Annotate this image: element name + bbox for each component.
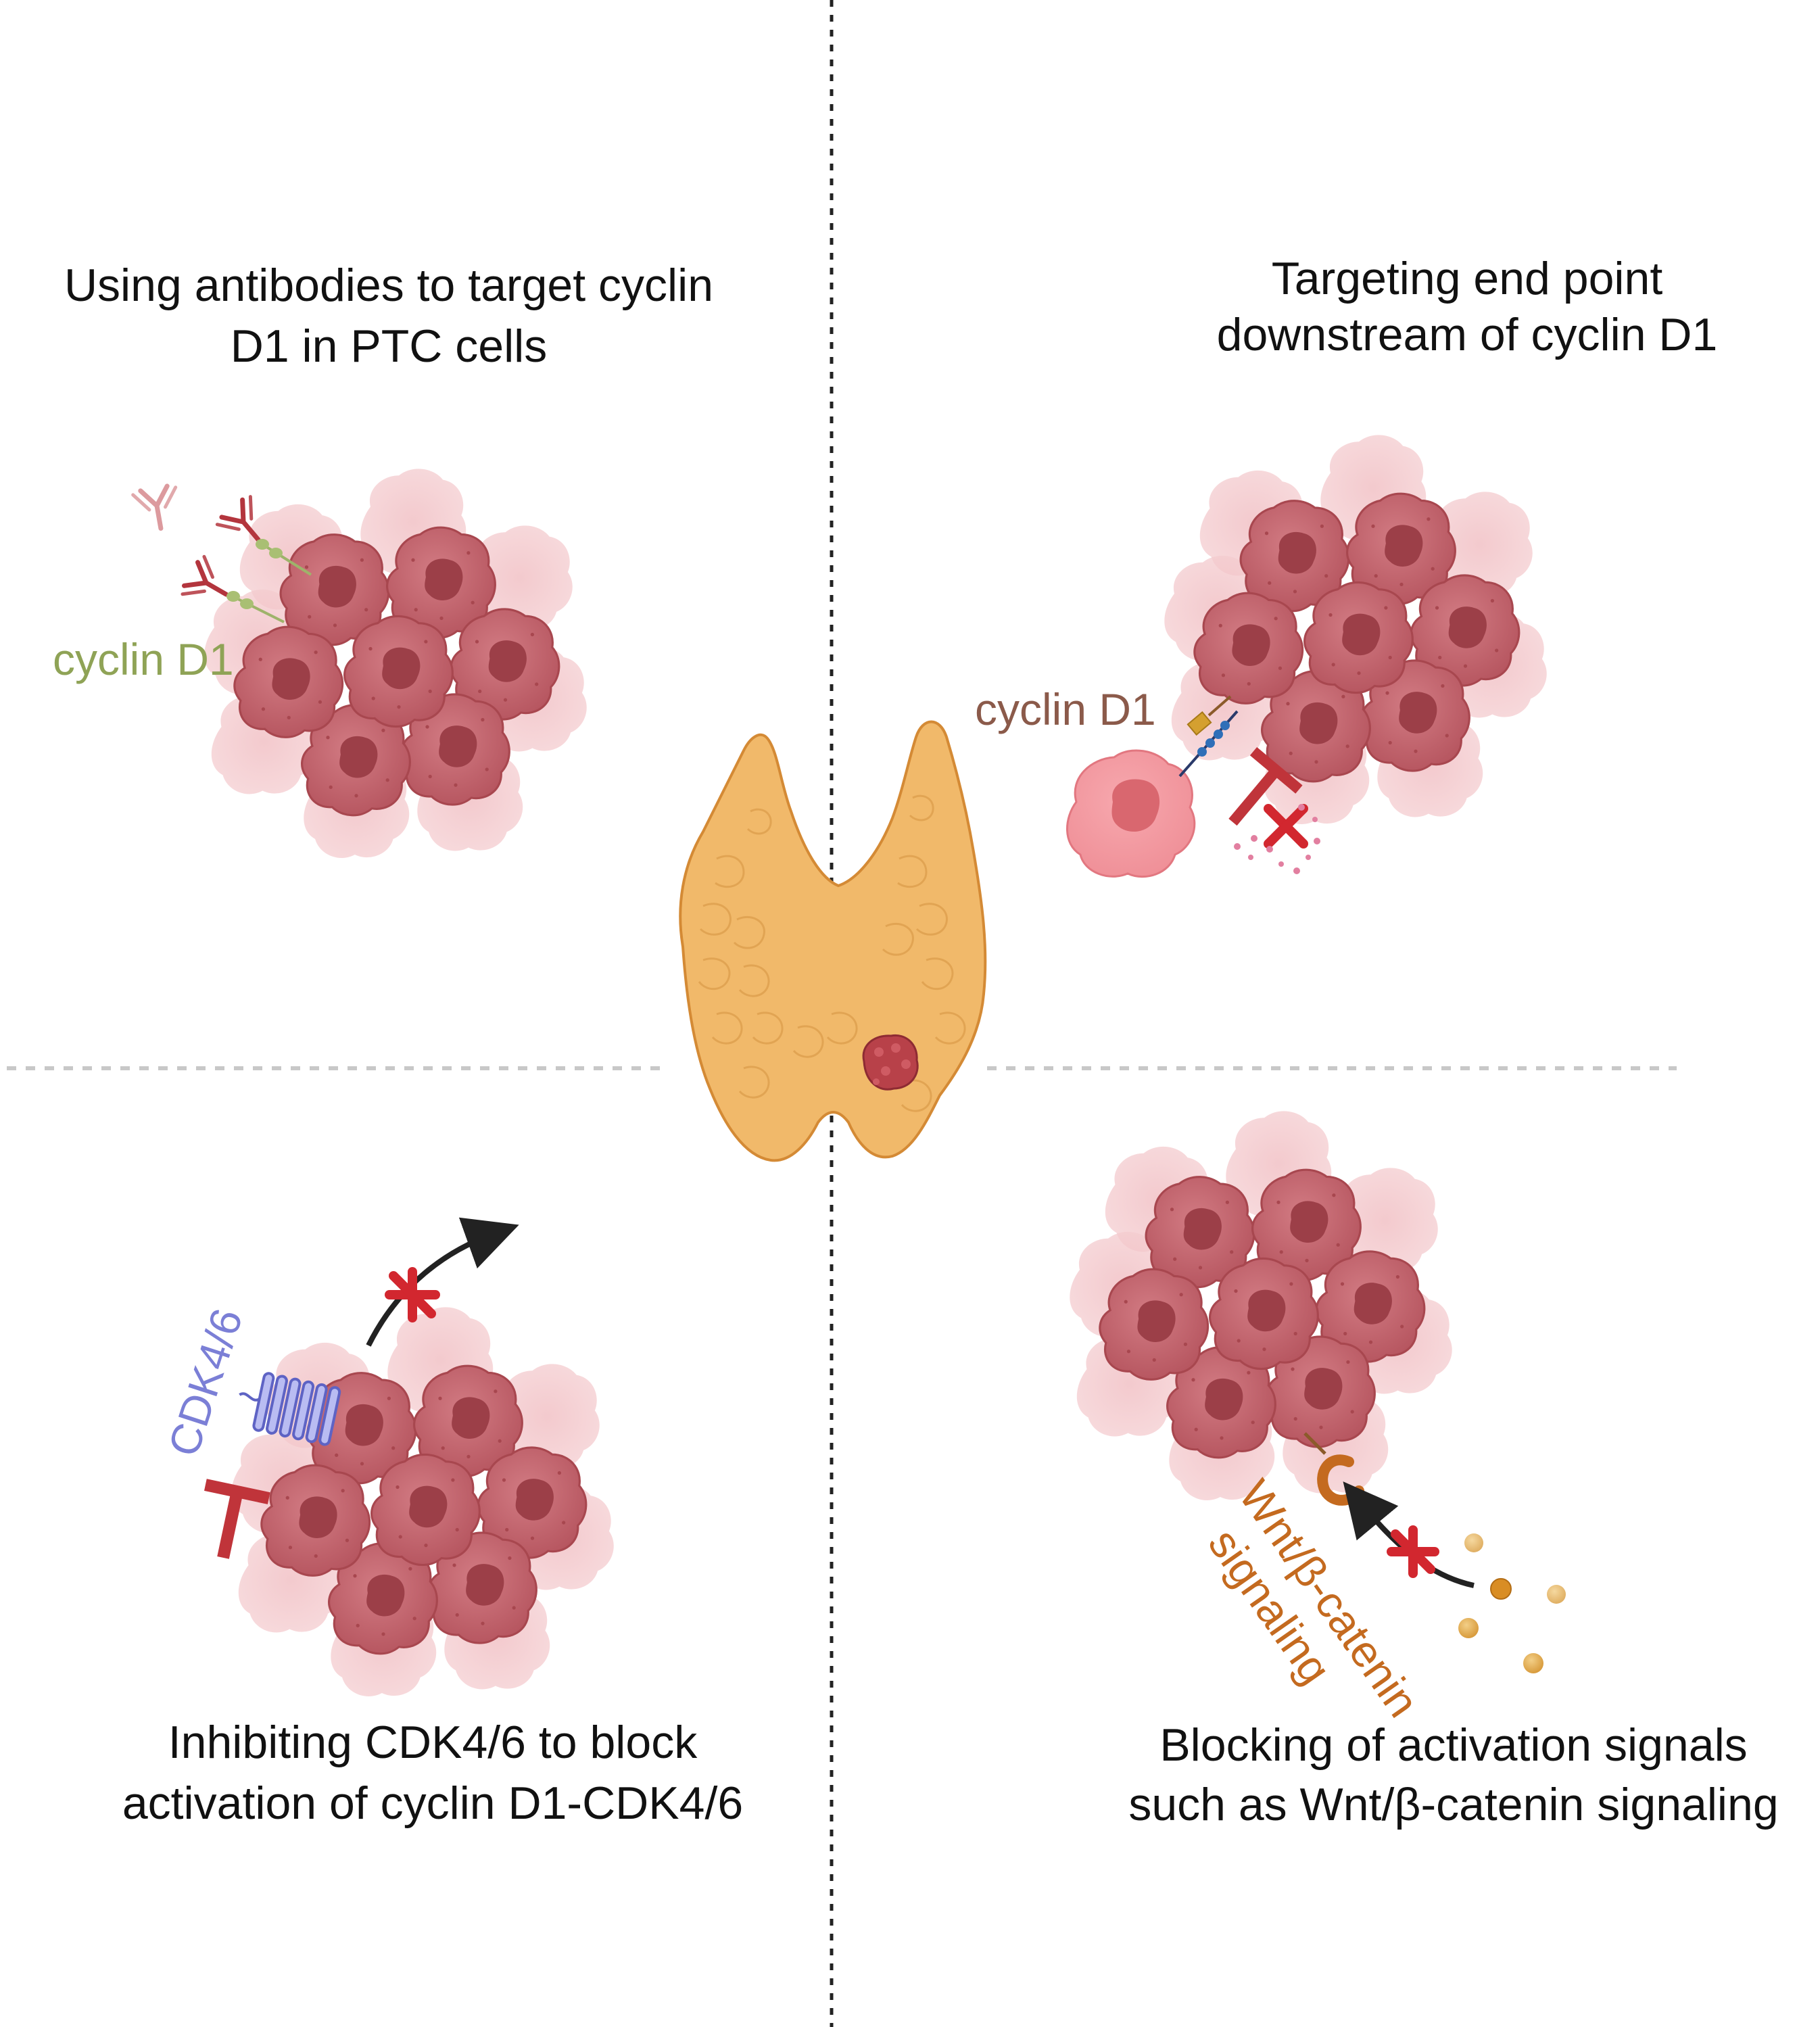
top-right-cyclin-label: cyclin D1 <box>975 684 1156 734</box>
tumor-cell-cluster-icon <box>1164 435 1546 824</box>
bottom-right-title-line1: Blocking of activation signals <box>1159 1719 1747 1771</box>
quadrant-bottom-left: CDK4/6 Inhibiting CDK4/6 to block activa… <box>122 1217 743 1829</box>
red-x-icon <box>1264 804 1308 849</box>
thyroid-gland-icon <box>679 720 987 1162</box>
top-left-cyclin-label: cyclin D1 <box>53 634 234 684</box>
red-x-icon <box>1387 1525 1439 1578</box>
tumor-cell-cluster-icon <box>231 1307 613 1696</box>
inhibition-t-bar-icon <box>204 1479 270 1559</box>
top-right-title-line1: Targeting end point <box>1272 253 1663 304</box>
bottom-left-title-line2: activation of cyclin D1-CDK4/6 <box>122 1778 743 1829</box>
scattered-particles-icon <box>1234 804 1320 874</box>
quadrant-top-left: Using antibodies to target cyclin D1 in … <box>53 260 713 858</box>
bottom-left-cdk-label: CDK4/6 <box>159 1303 252 1462</box>
inhibition-t-bar-icon <box>1228 746 1303 826</box>
receptor-icon <box>1178 695 1239 778</box>
single-cell-icon <box>1066 749 1196 878</box>
bottom-left-title-line1: Inhibiting CDK4/6 to block <box>168 1717 698 1768</box>
top-right-title-line2: downstream of cyclin D1 <box>1217 309 1718 360</box>
cdk46-receptor-icon <box>239 1372 341 1446</box>
quadrant-bottom-right: Wnt/β-catenin signaling Blocking of acti… <box>1070 1111 1779 1830</box>
red-x-icon <box>385 1267 440 1322</box>
tumor-cell-cluster-icon <box>1070 1111 1452 1500</box>
quadrant-top-right: Targeting end point downstream of cyclin… <box>975 253 1718 878</box>
tumor-cell-cluster-icon <box>204 469 586 858</box>
top-left-title-line1: Using antibodies to target cyclin <box>64 260 713 311</box>
wnt-ligand-dots-icon <box>1458 1533 1566 1673</box>
thyroid-tumor-icon <box>862 1034 919 1091</box>
cyclin-d1-antigen-icon <box>226 539 312 623</box>
bottom-right-title-line2: such as Wnt/β-catenin signaling <box>1128 1779 1778 1830</box>
top-left-title-line2: D1 in PTC cells <box>231 320 548 372</box>
activation-arrow <box>366 1217 519 1347</box>
antibody-icon <box>133 485 182 532</box>
